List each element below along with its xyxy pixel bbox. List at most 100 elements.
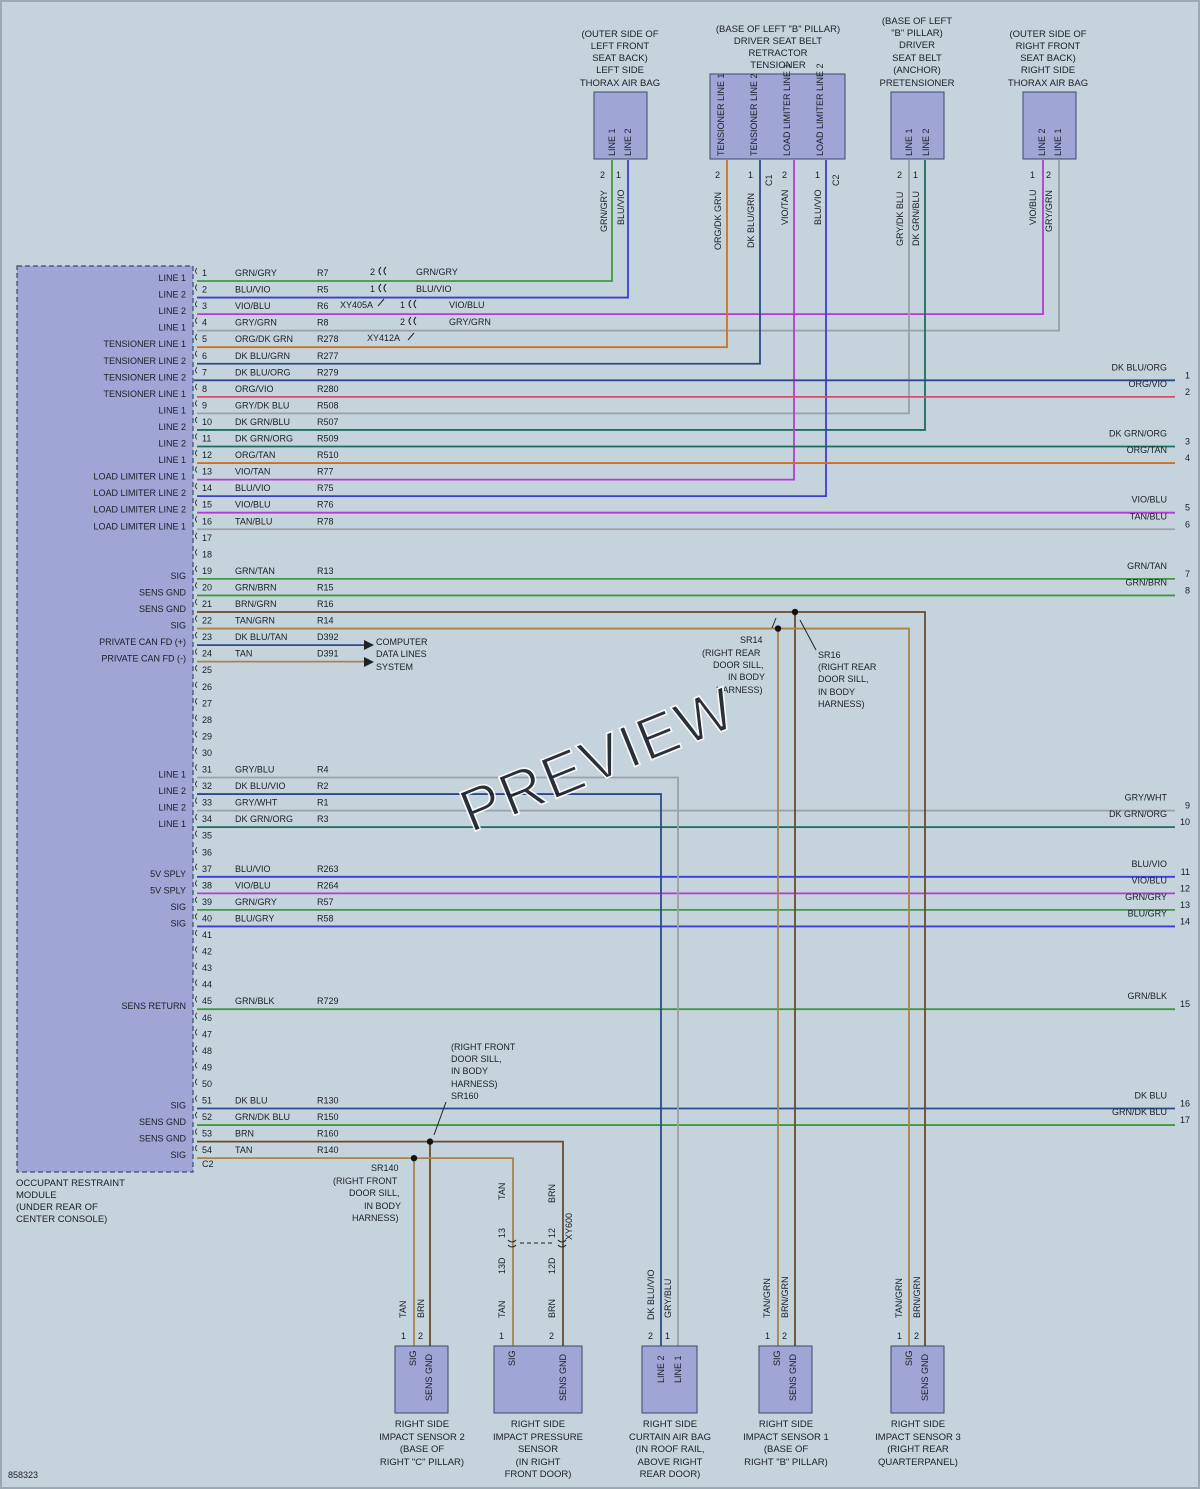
svg-text:2: 2 xyxy=(914,1331,919,1341)
pin-terminal xyxy=(195,896,198,904)
circuit-label: R3 xyxy=(317,814,329,824)
occupant-restraint-module xyxy=(16,265,194,1173)
pin-number: 16 xyxy=(202,516,212,526)
wire xyxy=(197,627,910,1346)
pin-number: 7 xyxy=(202,367,207,377)
svg-text:13D: 13D xyxy=(497,1257,507,1274)
impact-sensor-2-pin-gnd: SENS GND xyxy=(424,1353,434,1401)
wire-color-label: GRN/GRY xyxy=(235,897,277,907)
svg-text:DOOR SILL,: DOOR SILL, xyxy=(713,660,764,670)
offpage-number: 2 xyxy=(1185,387,1190,397)
right-thorax-pin-line1: LINE 1 xyxy=(1053,128,1063,156)
pin-terminal xyxy=(195,1128,198,1135)
circuit-label: R150 xyxy=(317,1112,339,1122)
splice-sr160-label: (RIGHT FRONT DOOR SILL, IN BODY HARNESS)… xyxy=(433,1042,516,1136)
pin-terminal xyxy=(195,449,198,457)
pin-number: 28 xyxy=(202,715,212,725)
pressure-sensor-pin-gnd: SENS GND xyxy=(558,1353,568,1401)
svg-text:2: 2 xyxy=(782,1331,787,1341)
splice-dot xyxy=(426,1138,434,1145)
pin-label: LINE 1 xyxy=(158,405,186,415)
pin-number: 41 xyxy=(202,930,212,940)
pin-label: SIG xyxy=(170,571,186,581)
svg-text:(BASE OF: (BASE OF xyxy=(400,1444,445,1455)
wire xyxy=(197,160,613,282)
tensioner-label: (BASE OF LEFT "B" PILLAR) DRIVER SEAT BE… xyxy=(716,24,840,71)
wire-color-label: VIO/BLU xyxy=(235,500,271,510)
pin-label: 5V SPLY xyxy=(150,885,186,895)
svg-text:PRETENSIONER: PRETENSIONER xyxy=(880,78,955,89)
wire xyxy=(197,160,926,431)
offpage-number: 14 xyxy=(1180,916,1190,926)
pin-label: LOAD LIMITER LINE 1 xyxy=(93,521,186,531)
svg-text:SEAT BACK): SEAT BACK) xyxy=(1020,53,1076,64)
wire-color-label: VIO/TAN xyxy=(235,467,270,477)
pin-terminal xyxy=(195,1144,198,1152)
svg-text:BRN/GRN: BRN/GRN xyxy=(780,1276,790,1318)
wire-color-label: TAN/GRN xyxy=(235,616,275,626)
pin-label: LINE 2 xyxy=(158,422,186,432)
pin-terminal xyxy=(195,995,198,1003)
pin-number: 47 xyxy=(202,1029,212,1039)
svg-text:TAN: TAN xyxy=(497,1301,507,1318)
pin-label: LINE 2 xyxy=(158,803,186,813)
pretensioner-pin-line1: LINE 1 xyxy=(904,128,914,156)
svg-text:IN BODY: IN BODY xyxy=(818,687,855,697)
pin-terminal xyxy=(195,367,198,374)
wire-color-label: GRN/DK BLU xyxy=(235,1112,290,1122)
wire-color-label: GRN/BRN xyxy=(235,582,277,592)
pin-terminal xyxy=(195,979,198,986)
impact-sensor-1-pin-sig: SIG xyxy=(772,1350,782,1366)
pin-terminal xyxy=(195,582,198,589)
circuit-label: R7 xyxy=(317,268,329,278)
svg-text:BRN: BRN xyxy=(547,1184,557,1203)
svg-text:QUARTERPANEL): QUARTERPANEL) xyxy=(878,1457,958,1468)
svg-text:HARNESS): HARNESS) xyxy=(352,1213,399,1223)
svg-text:FRONT DOOR): FRONT DOOR) xyxy=(505,1469,572,1480)
svg-text:THORAX AIR BAG: THORAX AIR BAG xyxy=(580,78,660,89)
pin-number: 8 xyxy=(202,384,207,394)
pin-number: 14 xyxy=(202,483,212,493)
pin-label: TENSIONER LINE 2 xyxy=(103,356,186,366)
pin-number: 43 xyxy=(202,963,212,973)
pin-number: 52 xyxy=(202,1112,212,1122)
svg-text:RIGHT "B" PILLAR): RIGHT "B" PILLAR) xyxy=(744,1457,828,1468)
svg-text:ORG/DK GRN: ORG/DK GRN xyxy=(713,192,723,250)
svg-text:1: 1 xyxy=(815,170,820,180)
wire-color-label: DK BLU/VIO xyxy=(235,781,286,791)
pin-label: LINE 2 xyxy=(158,290,186,300)
circuit-label: D392 xyxy=(317,632,339,642)
svg-text:IN BODY: IN BODY xyxy=(364,1201,401,1211)
wire xyxy=(197,160,728,349)
wire-color-label: DK BLU/ORG xyxy=(235,367,291,377)
pin-terminal xyxy=(195,1012,198,1020)
wire xyxy=(197,160,795,481)
pin-number: 34 xyxy=(202,814,212,824)
svg-text:BRN: BRN xyxy=(547,1299,557,1318)
svg-text:(BASE OF LEFT "B" PILLAR): (BASE OF LEFT "B" PILLAR) xyxy=(716,24,840,35)
svg-text:RIGHT SIDE: RIGHT SIDE xyxy=(643,1419,697,1430)
pin-terminal xyxy=(195,499,198,506)
pin-terminal xyxy=(195,780,198,788)
pin-label: LOAD LIMITER LINE 1 xyxy=(93,472,186,482)
svg-text:(RIGHT REAR: (RIGHT REAR xyxy=(702,648,761,658)
circuit-label: R263 xyxy=(317,864,339,874)
pin-terminal xyxy=(195,416,198,424)
pin-number: 33 xyxy=(202,798,212,808)
bottom-vertical-labels: TAN 1 BRN 2 TAN BRN 13 12 XY600 13D 12D … xyxy=(398,1183,922,1341)
wire-color-label: ORG/VIO xyxy=(235,384,274,394)
tensioner-pin-2: TENSIONER LINE 2 xyxy=(749,73,759,156)
impact-sensor-1-box xyxy=(758,1345,813,1414)
svg-text:SR160: SR160 xyxy=(451,1091,479,1101)
svg-text:HARNESS): HARNESS) xyxy=(818,699,865,709)
svg-text:TENSIONER: TENSIONER xyxy=(750,60,806,71)
pin-label: LINE 1 xyxy=(158,323,186,333)
wire-color-label: BLU/GRY xyxy=(235,913,274,923)
pin-terminal xyxy=(195,284,198,291)
wire-color-label: BLU/VIO xyxy=(235,483,271,493)
module-label-2: MODULE xyxy=(16,1190,57,1201)
pin-terminal xyxy=(195,317,198,324)
pin-terminal xyxy=(195,515,198,523)
inline-connector-symbols xyxy=(377,266,417,341)
offpage-number: 7 xyxy=(1185,569,1190,579)
